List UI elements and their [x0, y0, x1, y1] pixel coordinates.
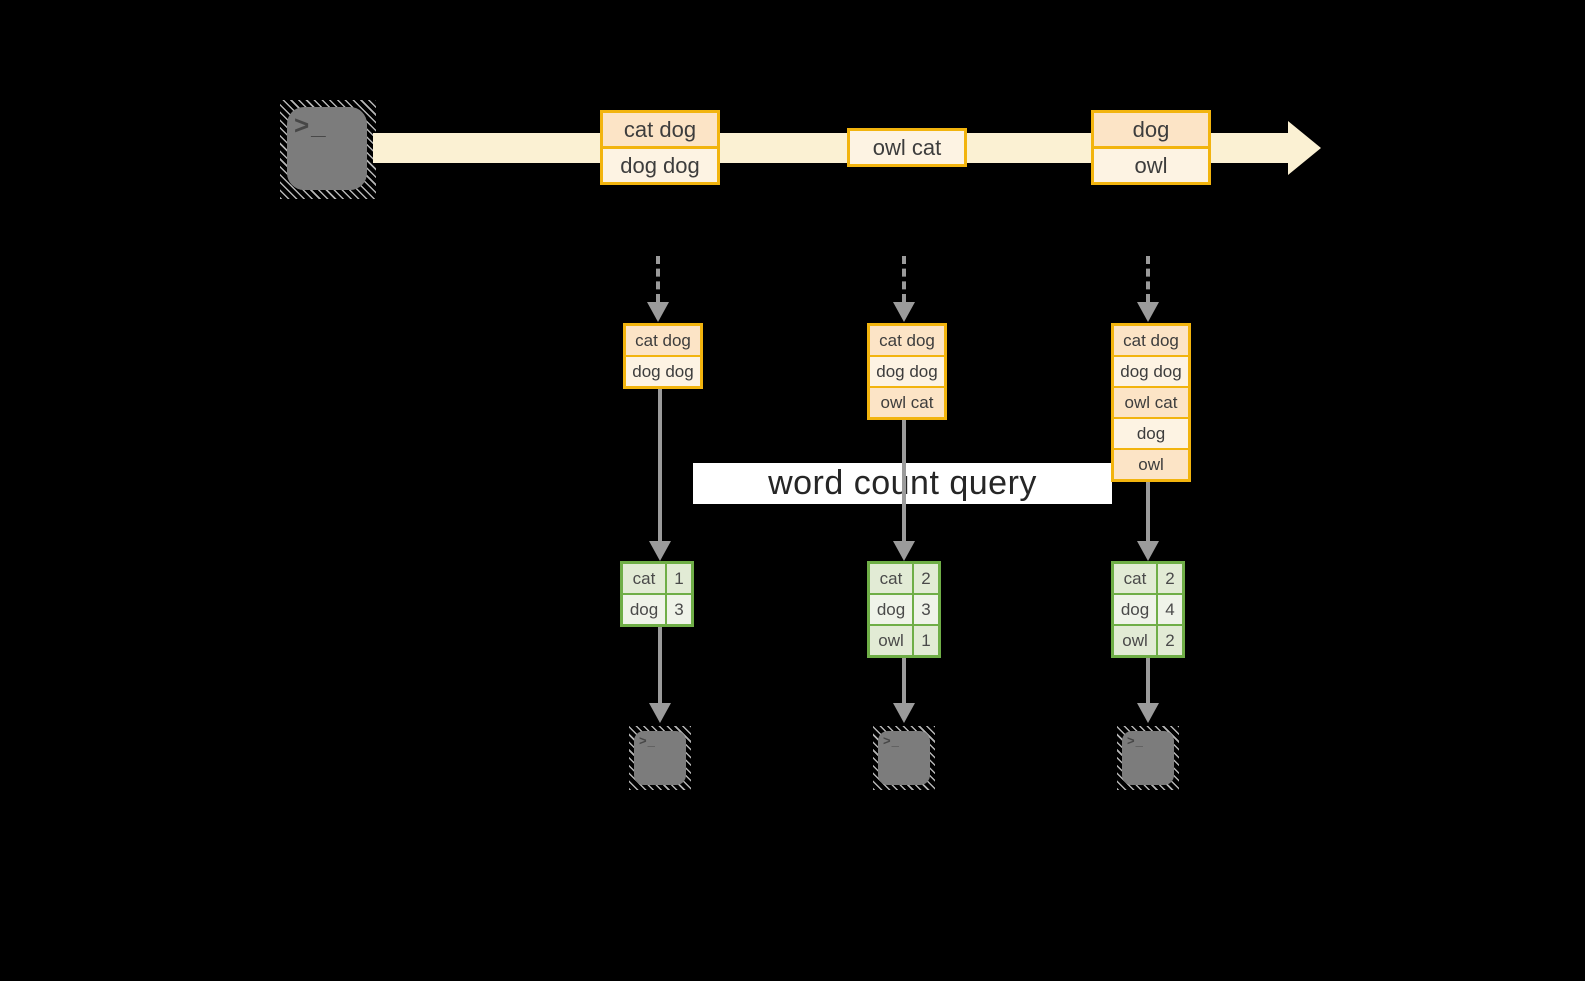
arrowhead-down-icon — [1137, 302, 1159, 322]
count-cell: 3 — [914, 595, 938, 624]
event-buffer-stack-3: cat dog dog dog owl cat dog owl — [1111, 323, 1191, 482]
dashed-drop-line — [656, 256, 660, 302]
dashed-drop-line — [1146, 256, 1150, 302]
word-cell: cat — [870, 564, 914, 593]
word-count-table-3: cat 2 dog 4 owl 2 — [1111, 561, 1185, 658]
count-cell: 3 — [667, 595, 691, 624]
table-row: dog 3 — [870, 593, 938, 624]
word-cell: cat — [623, 564, 667, 593]
connector-line — [902, 658, 906, 703]
connector-line — [902, 420, 906, 541]
count-cell: 4 — [1158, 595, 1182, 624]
buffer-row: dog dog — [626, 355, 700, 386]
buffer-row: dog — [1114, 417, 1188, 448]
word-cell: dog — [1114, 595, 1158, 624]
table-row: cat 2 — [870, 564, 938, 593]
arrowhead-down-icon — [1137, 541, 1159, 561]
count-cell: 1 — [667, 564, 691, 593]
word-cell: dog — [870, 595, 914, 624]
terminal-body — [287, 107, 367, 190]
table-row: cat 1 — [623, 564, 691, 593]
count-cell: 2 — [914, 564, 938, 593]
buffer-row: cat dog — [870, 326, 944, 355]
event-buffer-stack-2: cat dog dog dog owl cat — [867, 323, 947, 420]
buffer-row: owl cat — [870, 386, 944, 417]
connector-line — [1146, 658, 1150, 703]
stream-event-box-1: cat dog dog dog — [600, 110, 720, 185]
count-cell: 2 — [1158, 626, 1182, 655]
buffer-row: owl — [1114, 448, 1188, 479]
arrowhead-down-icon — [893, 541, 915, 561]
event-buffer-stack-1: cat dog dog dog — [623, 323, 703, 389]
output-terminal-icon-1: >_ — [629, 726, 691, 790]
arrowhead-down-icon — [893, 703, 915, 723]
buffer-row: dog dog — [1114, 355, 1188, 386]
arrowhead-down-icon — [1137, 703, 1159, 723]
arrowhead-down-icon — [649, 541, 671, 561]
terminal-prompt-icon: >_ — [883, 733, 900, 748]
event-line: owl cat — [850, 131, 964, 164]
dashed-drop-line — [902, 256, 906, 302]
buffer-row: owl cat — [1114, 386, 1188, 417]
event-line: cat dog — [603, 113, 717, 146]
output-terminal-icon-3: >_ — [1117, 726, 1179, 790]
source-terminal-icon: >_ — [280, 100, 376, 199]
output-terminal-icon-2: >_ — [873, 726, 935, 790]
event-line: owl — [1094, 146, 1208, 182]
word-count-table-2: cat 2 dog 3 owl 1 — [867, 561, 941, 658]
event-line: dog dog — [603, 146, 717, 182]
terminal-prompt-icon: >_ — [639, 733, 656, 748]
buffer-row: dog dog — [870, 355, 944, 386]
stream-event-box-2: owl cat — [847, 128, 967, 167]
stream-arrowhead-icon — [1288, 121, 1321, 175]
connector-line — [658, 389, 662, 541]
count-cell: 2 — [1158, 564, 1182, 593]
count-cell: 1 — [914, 626, 938, 655]
terminal-prompt-icon: >_ — [1127, 733, 1144, 748]
word-cell: dog — [623, 595, 667, 624]
table-row: cat 2 — [1114, 564, 1182, 593]
buffer-row: cat dog — [626, 326, 700, 355]
table-row: owl 2 — [1114, 624, 1182, 655]
arrowhead-down-icon — [893, 302, 915, 322]
buffer-row: cat dog — [1114, 326, 1188, 355]
word-cell: owl — [870, 626, 914, 655]
terminal-body — [878, 731, 930, 785]
terminal-body — [634, 731, 686, 785]
terminal-prompt-icon: >_ — [294, 110, 328, 140]
stream-event-box-3: dog owl — [1091, 110, 1211, 185]
table-row: dog 4 — [1114, 593, 1182, 624]
arrowhead-down-icon — [649, 703, 671, 723]
table-row: dog 3 — [623, 593, 691, 624]
terminal-body — [1122, 731, 1174, 785]
word-count-table-1: cat 1 dog 3 — [620, 561, 694, 627]
event-line: dog — [1094, 113, 1208, 146]
arrowhead-down-icon — [647, 302, 669, 322]
connector-line — [1146, 482, 1150, 541]
connector-line — [658, 627, 662, 703]
table-row: owl 1 — [870, 624, 938, 655]
word-cell: cat — [1114, 564, 1158, 593]
word-cell: owl — [1114, 626, 1158, 655]
